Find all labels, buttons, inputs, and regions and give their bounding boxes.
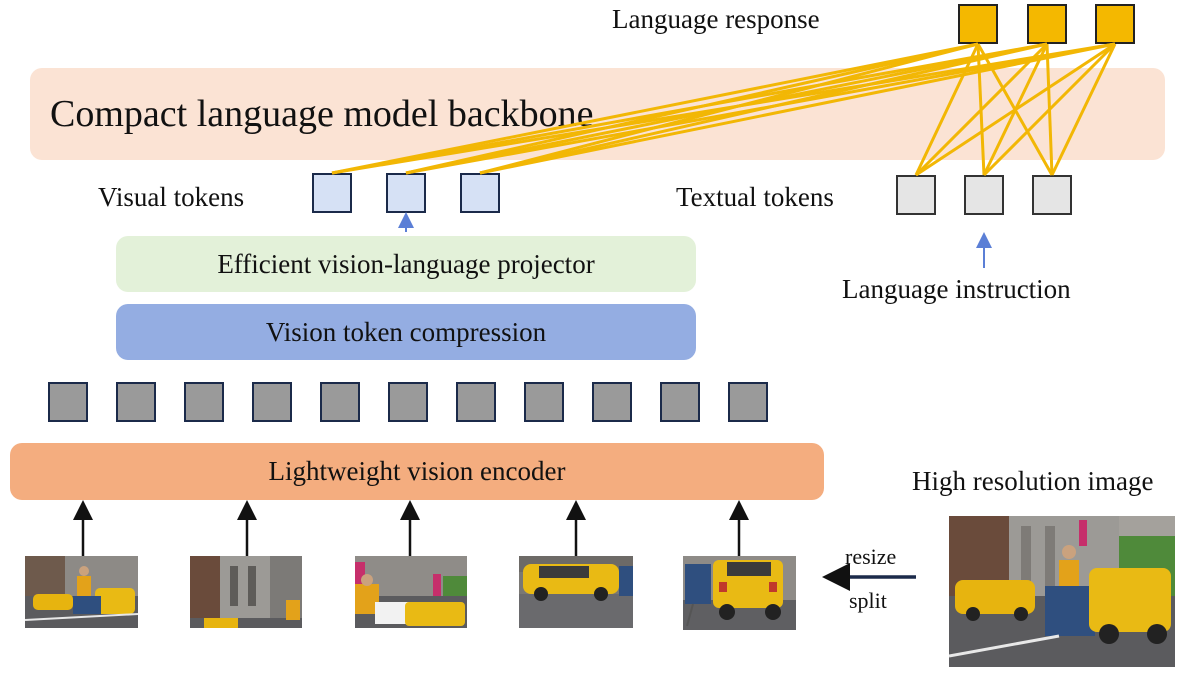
encoder-token [728,382,768,422]
visual-token [312,173,352,213]
encoder-token [320,382,360,422]
textual-token [1032,175,1072,215]
image-crop-1 [25,556,138,628]
compression-label: Vision token compression [265,316,547,347]
visual-token [460,173,500,213]
image-crop-5 [683,556,796,630]
language-instruction-label: Language instruction [842,274,1071,304]
high-resolution-image-label: High resolution image [912,466,1154,496]
encoder-token [524,382,564,422]
response-token [1095,4,1135,44]
language-model-backbone: Compact language model backbone [30,68,1165,160]
vision-language-projector: Efficient vision-language projector [116,236,696,292]
split-label: split [849,588,887,613]
image-crop-4 [519,556,633,628]
high-resolution-image [949,516,1175,667]
visual-tokens-label: Visual tokens [98,182,245,212]
textual-token [896,175,936,215]
image-crop-3 [355,556,467,628]
image-crop-2 [190,556,302,628]
textual-token [964,175,1004,215]
response-token [1027,4,1067,44]
response-token [958,4,998,44]
resize-label: resize [845,544,897,569]
encoder-label: Lightweight vision encoder [268,456,566,486]
backbone-label: Compact language model backbone [50,93,594,135]
language-response-label: Language response [612,4,820,34]
projector-label: Efficient vision-language projector [217,248,595,279]
encoder-token [660,382,700,422]
encoder-token [456,382,496,422]
textual-tokens-label: Textual tokens [676,182,834,212]
encoder-token [592,382,632,422]
lightweight-vision-encoder: Lightweight vision encoder [10,443,824,500]
encoder-token [252,382,292,422]
visual-token [386,173,426,213]
encoder-token [388,382,428,422]
encoder-token [184,382,224,422]
encoder-token [48,382,88,422]
vision-token-compression: Vision token compression [116,304,696,360]
encoder-token [116,382,156,422]
